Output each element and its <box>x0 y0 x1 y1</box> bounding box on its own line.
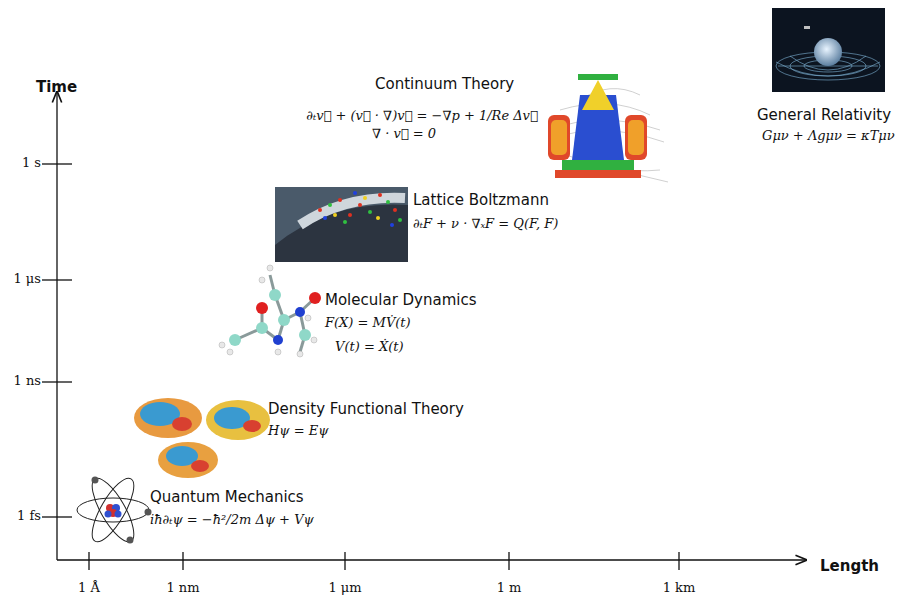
race-car-picture <box>548 74 668 182</box>
tick-label: 1 ns <box>14 373 41 389</box>
axis-title: Time <box>36 78 77 96</box>
electron-density-picture <box>134 398 270 478</box>
tick-label: 1 m <box>497 580 522 596</box>
tick-label: 1 s <box>22 155 41 171</box>
method-name: Quantum Mechanics <box>150 488 304 506</box>
tick-label: 1 nm <box>166 580 199 596</box>
equation: F(X) = MV̇(t) <box>325 315 411 331</box>
molecule-picture <box>219 265 321 357</box>
method-name: Density Functional Theory <box>268 400 464 418</box>
axis-title: Length <box>820 557 879 575</box>
atom-picture <box>77 473 152 547</box>
equation: V(t) = Ẋ(t) <box>335 339 404 355</box>
equation: ∇ · v⃗ = 0 <box>372 126 436 142</box>
particle-simulation-picture <box>275 187 408 262</box>
tick-label: 1 Å <box>78 580 100 596</box>
equation: iħ∂ₜψ = −ħ²/2m Δψ + Vψ <box>150 512 314 528</box>
equation: Hψ = Eψ <box>268 423 328 439</box>
method-name: Lattice Boltzmann <box>413 191 549 209</box>
spacetime-picture <box>772 8 885 92</box>
tick-label: 1 μm <box>328 580 361 596</box>
tick-label: 1 fs <box>17 508 41 524</box>
equation: Gμν + Λgμν = κTμν <box>762 128 895 144</box>
equation: ∂ₜv⃗ + (v⃗ · ∇)v⃗ = −∇p + 1/Re Δv⃗ <box>306 108 538 124</box>
method-name: Molecular Dynamics <box>325 291 477 309</box>
equation: ∂ₜF + ν · ∇ₓF = Q(F, F) <box>413 216 558 232</box>
tick-label: 1 μs <box>13 271 41 287</box>
method-name: General Relativity <box>757 106 891 124</box>
method-name: Continuum Theory <box>375 75 514 93</box>
axis-lines <box>42 92 806 570</box>
tick-label: 1 km <box>663 580 696 596</box>
